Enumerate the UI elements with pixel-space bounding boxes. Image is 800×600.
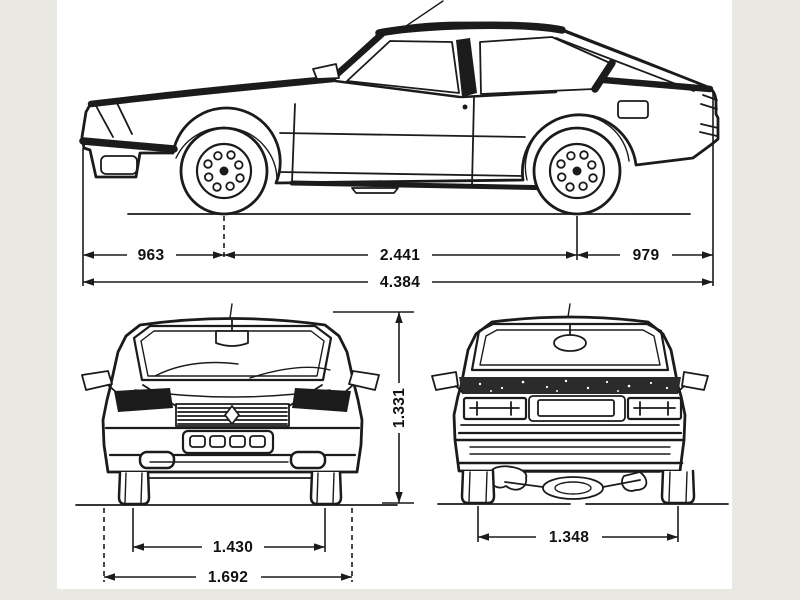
roof-band: [375, 21, 566, 37]
dim-overall-width: 1.692: [208, 569, 248, 586]
plate-recess-front: [181, 429, 275, 455]
door-mirror-rear-left: [431, 371, 459, 391]
rear-tire-right: [660, 469, 696, 505]
windshield-glass: [140, 330, 325, 377]
taillamp-line-2: [700, 103, 718, 110]
belt-line-front: [333, 79, 462, 99]
lower-crease: [278, 171, 523, 177]
interior-mirror-rear: [553, 334, 587, 352]
windshield-frame: [132, 324, 333, 382]
headlamp-left: [114, 388, 173, 412]
a-pillar-band: [329, 30, 386, 82]
rear-track-dimension: 1.348: [477, 506, 679, 546]
side-view-drawing: [79, 0, 720, 216]
plate-char-3: [229, 435, 246, 448]
jack-point: [351, 187, 399, 194]
front-wheel: [179, 126, 269, 216]
underbody-detail: [479, 465, 661, 500]
b-pillar-band: [456, 38, 477, 97]
windshield-wiper-line: [332, 42, 371, 75]
length-dimensions: 963 2.441 979 4.384: [82, 92, 714, 291]
license-plate-rear: [537, 399, 615, 417]
mid-crease: [279, 132, 526, 138]
taillamp-line-1: [702, 94, 718, 101]
dim-front-track: 1.430: [213, 539, 253, 556]
door-mirror-left: [81, 370, 113, 391]
dim-front-overhang: 963: [138, 247, 165, 264]
front-antenna: [229, 303, 233, 319]
fog-lamp-right: [289, 450, 327, 470]
door-mirror-rear-right: [681, 371, 709, 391]
rear-bumper-line-1: [700, 123, 719, 129]
rear-antenna: [567, 303, 571, 318]
plate-recess-rear: [528, 395, 626, 422]
hatch-glass-lower: [555, 37, 695, 92]
headlamp-right: [292, 388, 351, 412]
plate-char-1: [189, 435, 206, 448]
front-tire-right: [309, 470, 343, 506]
rear-bumper-line-2: [699, 131, 718, 137]
width-dimensions: 1.430 1.692: [103, 508, 353, 586]
belt-line-rear: [460, 90, 558, 99]
front-indicator: [100, 155, 138, 175]
fuel-filler-door: [617, 100, 649, 119]
hood-edge-band: [87, 75, 337, 108]
rear-tire-left: [460, 469, 496, 505]
front-bumper-band: [79, 137, 178, 153]
wiper-right: [249, 366, 331, 379]
door-cut-rear: [471, 97, 475, 187]
door-window: [346, 40, 460, 94]
headlamp-line-1: [94, 103, 114, 138]
dim-overall-length: 4.384: [380, 274, 420, 291]
plate-char-2: [209, 435, 226, 448]
height-dimension: 1.331: [333, 311, 414, 504]
hatch-glass-edge: [561, 29, 710, 89]
dim-overall-height: 1.331: [391, 388, 408, 428]
door-mirror-side: [312, 63, 340, 80]
door-mirror-right: [348, 370, 380, 391]
dim-wheelbase: 2.441: [380, 247, 420, 264]
rear-window-frame: [470, 322, 670, 372]
grille: [175, 403, 290, 427]
door-cut-front: [291, 103, 296, 184]
rear-deck-band: [600, 76, 714, 93]
tail-panel-band: [459, 377, 681, 394]
front-view-drawing: [75, 303, 398, 506]
rear-arch-lip: [524, 114, 630, 181]
interior-mirror-front: [215, 330, 249, 347]
dim-rear-overhang: 979: [633, 247, 660, 264]
plate-char-4: [249, 435, 266, 448]
rear-window-glass: [479, 329, 661, 366]
dim-rear-track: 1.348: [549, 529, 589, 546]
wiper-left: [154, 361, 239, 377]
front-tire-left: [117, 470, 151, 506]
rocker-band: [289, 180, 563, 191]
rear-view-drawing: [431, 303, 729, 505]
fog-lamp-left: [138, 450, 176, 470]
rear-wheel: [532, 126, 622, 216]
renault-diamond-badge: [224, 405, 240, 425]
c-pillar-band: [591, 59, 616, 93]
headlamp-line-2: [115, 100, 133, 135]
door-handle: [462, 104, 468, 110]
